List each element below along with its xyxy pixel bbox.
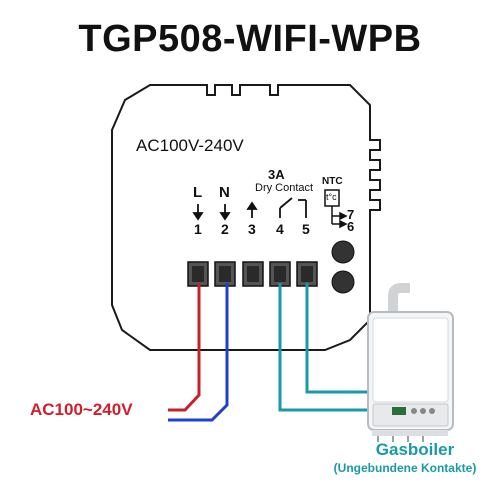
ntc-arrows [331, 206, 348, 229]
terminal-number-1: 1 [194, 221, 202, 237]
sensor-terminal-7 [331, 240, 355, 264]
sensor-terminal-number-7: 7 [347, 207, 355, 222]
terminal-number-4: 4 [276, 221, 284, 237]
neutral-wire [168, 283, 229, 422]
gas-boiler-illustration [367, 283, 454, 442]
terminal-block [187, 261, 318, 287]
sensor-label: NTC [322, 176, 343, 187]
contact-wire-5 [305, 283, 380, 394]
terminal-number-3: 3 [248, 221, 256, 237]
relay-type: Dry Contact [255, 182, 314, 194]
boiler-subtitle: (Ungebundene Kontakte) [333, 461, 477, 475]
sensor-terminal-number-6: 6 [347, 219, 355, 234]
device-voltage-label: AC100V-240V [136, 136, 244, 155]
contact-wire-4 [278, 283, 380, 412]
terminal-letter-n: N [219, 184, 230, 201]
terminal-arrows [192, 201, 258, 221]
boiler-title: Gasboiler [375, 440, 455, 459]
relay-symbol [279, 197, 307, 218]
supply-voltage-label: AC100~240V [30, 400, 133, 419]
terminal-letter-l: L [193, 184, 203, 201]
live-wire [168, 283, 201, 412]
relay-rating: 3A [268, 167, 285, 182]
product-title: TGP508-WIFI-WPB [78, 18, 422, 60]
terminal-number-5: 5 [302, 221, 310, 237]
sensor-symbol: t°c [326, 192, 337, 202]
sensor-terminal-6 [331, 270, 355, 294]
terminal-number-2: 2 [221, 221, 229, 237]
